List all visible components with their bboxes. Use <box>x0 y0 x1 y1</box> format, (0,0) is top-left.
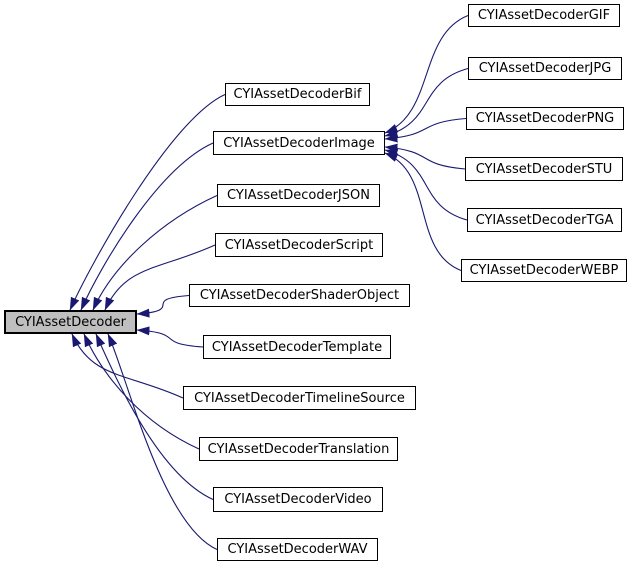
class-node-label: CYIAssetDecoderWEBP <box>469 263 619 278</box>
class-node-label: CYIAssetDecoderGIF <box>477 8 611 23</box>
class-node-label: CYIAssetDecoderVideo <box>224 492 372 507</box>
class-node-tga[interactable]: CYIAssetDecoderTGA <box>467 208 622 232</box>
class-node-label: CYIAssetDecoder <box>15 314 126 330</box>
class-node-label: CYIAssetDecoderTGA <box>475 212 614 228</box>
class-node-label: CYIAssetDecoderTranslation <box>207 441 390 457</box>
class-node-label: CYIAssetDecoderImage <box>223 135 375 151</box>
inheritance-edge-tga-to-image <box>384 149 468 221</box>
inheritance-edge-gif-to-image <box>384 14 469 134</box>
class-node-script[interactable]: CYIAssetDecoderScript <box>215 233 383 257</box>
class-node-label: CYIAssetDecoderTimelineSource <box>194 390 405 406</box>
inheritance-edge-png-to-image <box>384 117 467 143</box>
class-node-label: CYIAssetDecoderPNG <box>475 111 615 126</box>
class-node-jpg[interactable]: CYIAssetDecoderJPG <box>468 57 622 80</box>
class-node-video[interactable]: CYIAssetDecoderVideo <box>213 487 383 512</box>
inheritance-edge-json-to-decoder <box>92 194 218 311</box>
class-node-wav[interactable]: CYIAssetDecoderWAV <box>217 538 378 561</box>
inheritance-edge-template-to-decoder <box>136 326 204 348</box>
class-node-bif[interactable]: CYIAssetDecoderBif <box>225 83 370 106</box>
class-node-label: CYIAssetDecoderBif <box>233 87 362 102</box>
inheritance-edge-bif-to-decoder <box>69 93 226 311</box>
class-node-timelinesource[interactable]: CYIAssetDecoderTimelineSource <box>183 386 416 410</box>
class-node-label: CYIAssetDecoderWAV <box>227 542 368 557</box>
inheritance-edge-webp-to-image <box>384 152 462 272</box>
inheritance-edge-translation-to-decoder <box>83 333 200 450</box>
class-node-webp[interactable]: CYIAssetDecoderWEBP <box>461 259 627 282</box>
class-node-json[interactable]: CYIAssetDecoderJSON <box>217 184 380 207</box>
inheritance-edge-script-to-decoder <box>104 244 216 311</box>
class-node-label: CYIAssetDecoderScript <box>224 237 374 253</box>
class-node-translation[interactable]: CYIAssetDecoderTranslation <box>199 437 398 461</box>
class-node-label: CYIAssetDecoderSTU <box>475 161 613 177</box>
inheritance-edge-jpg-to-image <box>384 67 469 138</box>
class-node-shaderobject[interactable]: CYIAssetDecoderShaderObject <box>189 284 410 307</box>
inheritance-edge-image-to-decoder <box>80 142 214 311</box>
inheritance-edge-wav-to-decoder <box>107 333 218 551</box>
inheritance-edge-video-to-decoder <box>95 333 214 501</box>
class-node-label: CYIAssetDecoderJPG <box>478 61 612 76</box>
class-node-template[interactable]: CYIAssetDecoderTemplate <box>203 335 391 359</box>
class-node-png[interactable]: CYIAssetDecoderPNG <box>466 107 624 130</box>
inheritance-edge-shaderobject-to-decoder <box>136 294 190 318</box>
class-node-label: CYIAssetDecoderTemplate <box>211 339 383 355</box>
class-node-gif[interactable]: CYIAssetDecoderGIF <box>468 4 620 27</box>
class-node-label: CYIAssetDecoderJSON <box>227 188 370 203</box>
class-node-image[interactable]: CYIAssetDecoderImage <box>213 131 385 155</box>
class-node-label: CYIAssetDecoderShaderObject <box>199 288 400 303</box>
inheritance-edge-stu-to-image <box>384 143 466 170</box>
class-node-decoder: CYIAssetDecoder <box>4 310 137 334</box>
class-node-stu[interactable]: CYIAssetDecoderSTU <box>465 157 623 181</box>
